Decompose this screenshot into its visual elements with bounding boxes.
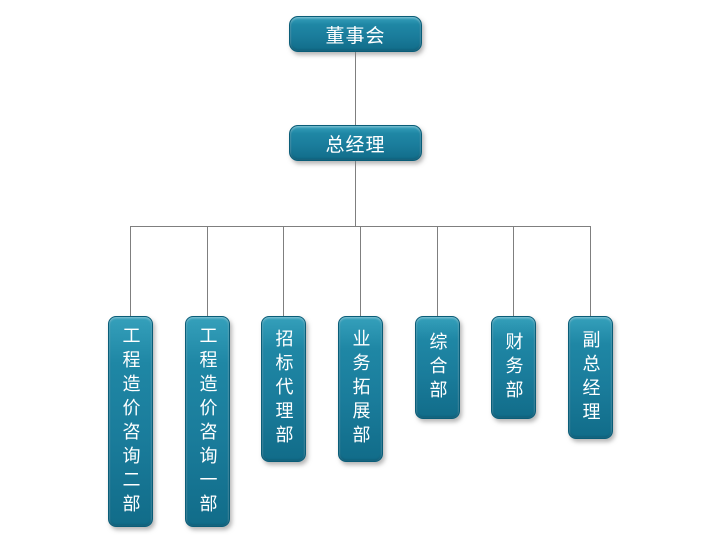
org-node-board: 董事会 — [289, 16, 422, 52]
org-node-label: 招标代理部 — [273, 329, 294, 449]
org-node-business-development-dept: 业务拓展部 — [338, 316, 383, 462]
connector-drop-dept-1 — [130, 226, 131, 316]
org-node-bidding-agency-dept: 招标代理部 — [261, 316, 306, 462]
connector-drop-dept-4 — [360, 226, 361, 316]
org-node-label: 综合部 — [427, 331, 448, 404]
org-node-label: 工程造价咨询二部 — [120, 325, 141, 518]
org-node-cost-consulting-dept-2: 工程造价咨询二部 — [108, 316, 153, 527]
connector-drop-dept-6 — [513, 226, 514, 316]
org-node-label: 副总经理 — [580, 329, 601, 426]
org-node-board-label: 董事会 — [325, 25, 386, 47]
org-node-label: 业务拓展部 — [350, 329, 371, 449]
connector-drop-dept-3 — [283, 226, 284, 316]
org-node-general-manager-label: 总经理 — [325, 134, 386, 156]
org-node-general-manager: 总经理 — [289, 125, 422, 161]
org-node-deputy-general-manager: 副总经理 — [568, 316, 613, 439]
org-node-cost-consulting-dept-1: 工程造价咨询一部 — [185, 316, 230, 527]
connector-manager-to-bus — [355, 161, 356, 226]
connector-drop-dept-2 — [207, 226, 208, 316]
org-node-general-affairs-dept: 综合部 — [415, 316, 460, 419]
org-node-finance-dept: 财务部 — [491, 316, 536, 419]
connector-drop-dept-7 — [590, 226, 591, 316]
connector-drop-dept-5 — [437, 226, 438, 316]
org-node-label: 财务部 — [503, 331, 524, 404]
org-node-label: 工程造价咨询一部 — [197, 325, 218, 518]
connector-board-to-manager — [355, 52, 356, 125]
